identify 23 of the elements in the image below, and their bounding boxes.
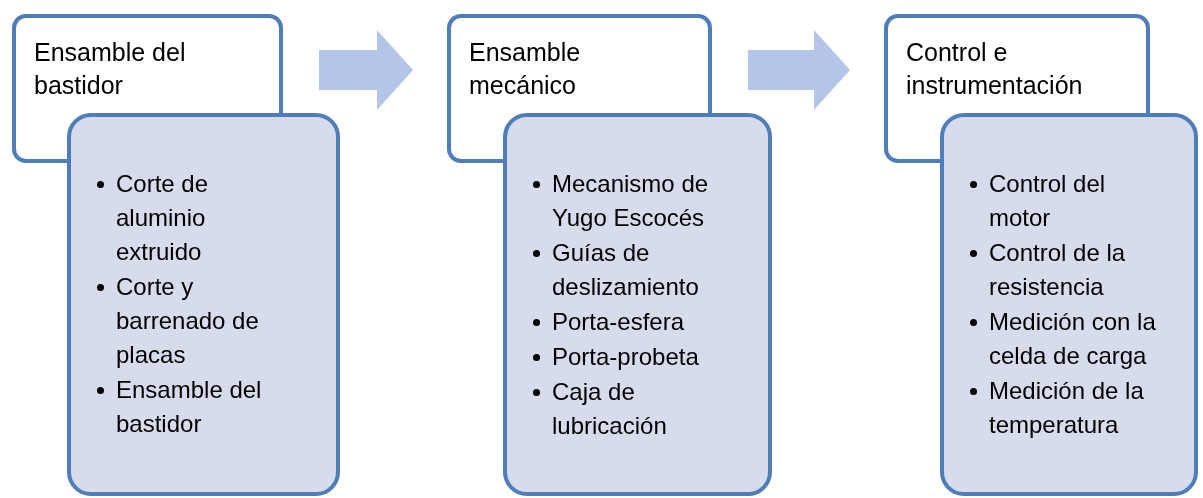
stage-box [884, 14, 1150, 113]
stage-box [12, 14, 283, 113]
stage-title: Ensamble del bastidor [34, 37, 187, 101]
task-item: Medición de la temperatura [989, 376, 1145, 440]
task-item: Ensamble del bastidor [116, 375, 263, 439]
block-arrow [319, 30, 413, 110]
task-list-box [503, 113, 772, 496]
task-item: Mecanismo de Yugo Escocés [552, 169, 710, 233]
task-item: Caja de lubricación [552, 377, 668, 441]
task-item: Corte de aluminio extruido [116, 169, 210, 267]
block-arrow [748, 30, 850, 110]
task-item: Porta-esfera [552, 307, 686, 337]
task-list-box [940, 113, 1198, 496]
stage-title: Control e instrumentación [906, 37, 1084, 101]
task-list-box [67, 113, 340, 496]
task-item: Medición con la celda de carga [989, 307, 1157, 371]
stage-box [447, 14, 712, 113]
task-item: Porta-probeta [552, 342, 700, 372]
task-item: Corte y barrenado de placas [116, 272, 260, 370]
task-item: Guías de deslizamiento [552, 238, 700, 302]
task-item: Control de la resistencia [989, 238, 1127, 302]
task-item: Control del motor [989, 169, 1107, 233]
stage-title: Ensamble mecánico [469, 37, 582, 101]
